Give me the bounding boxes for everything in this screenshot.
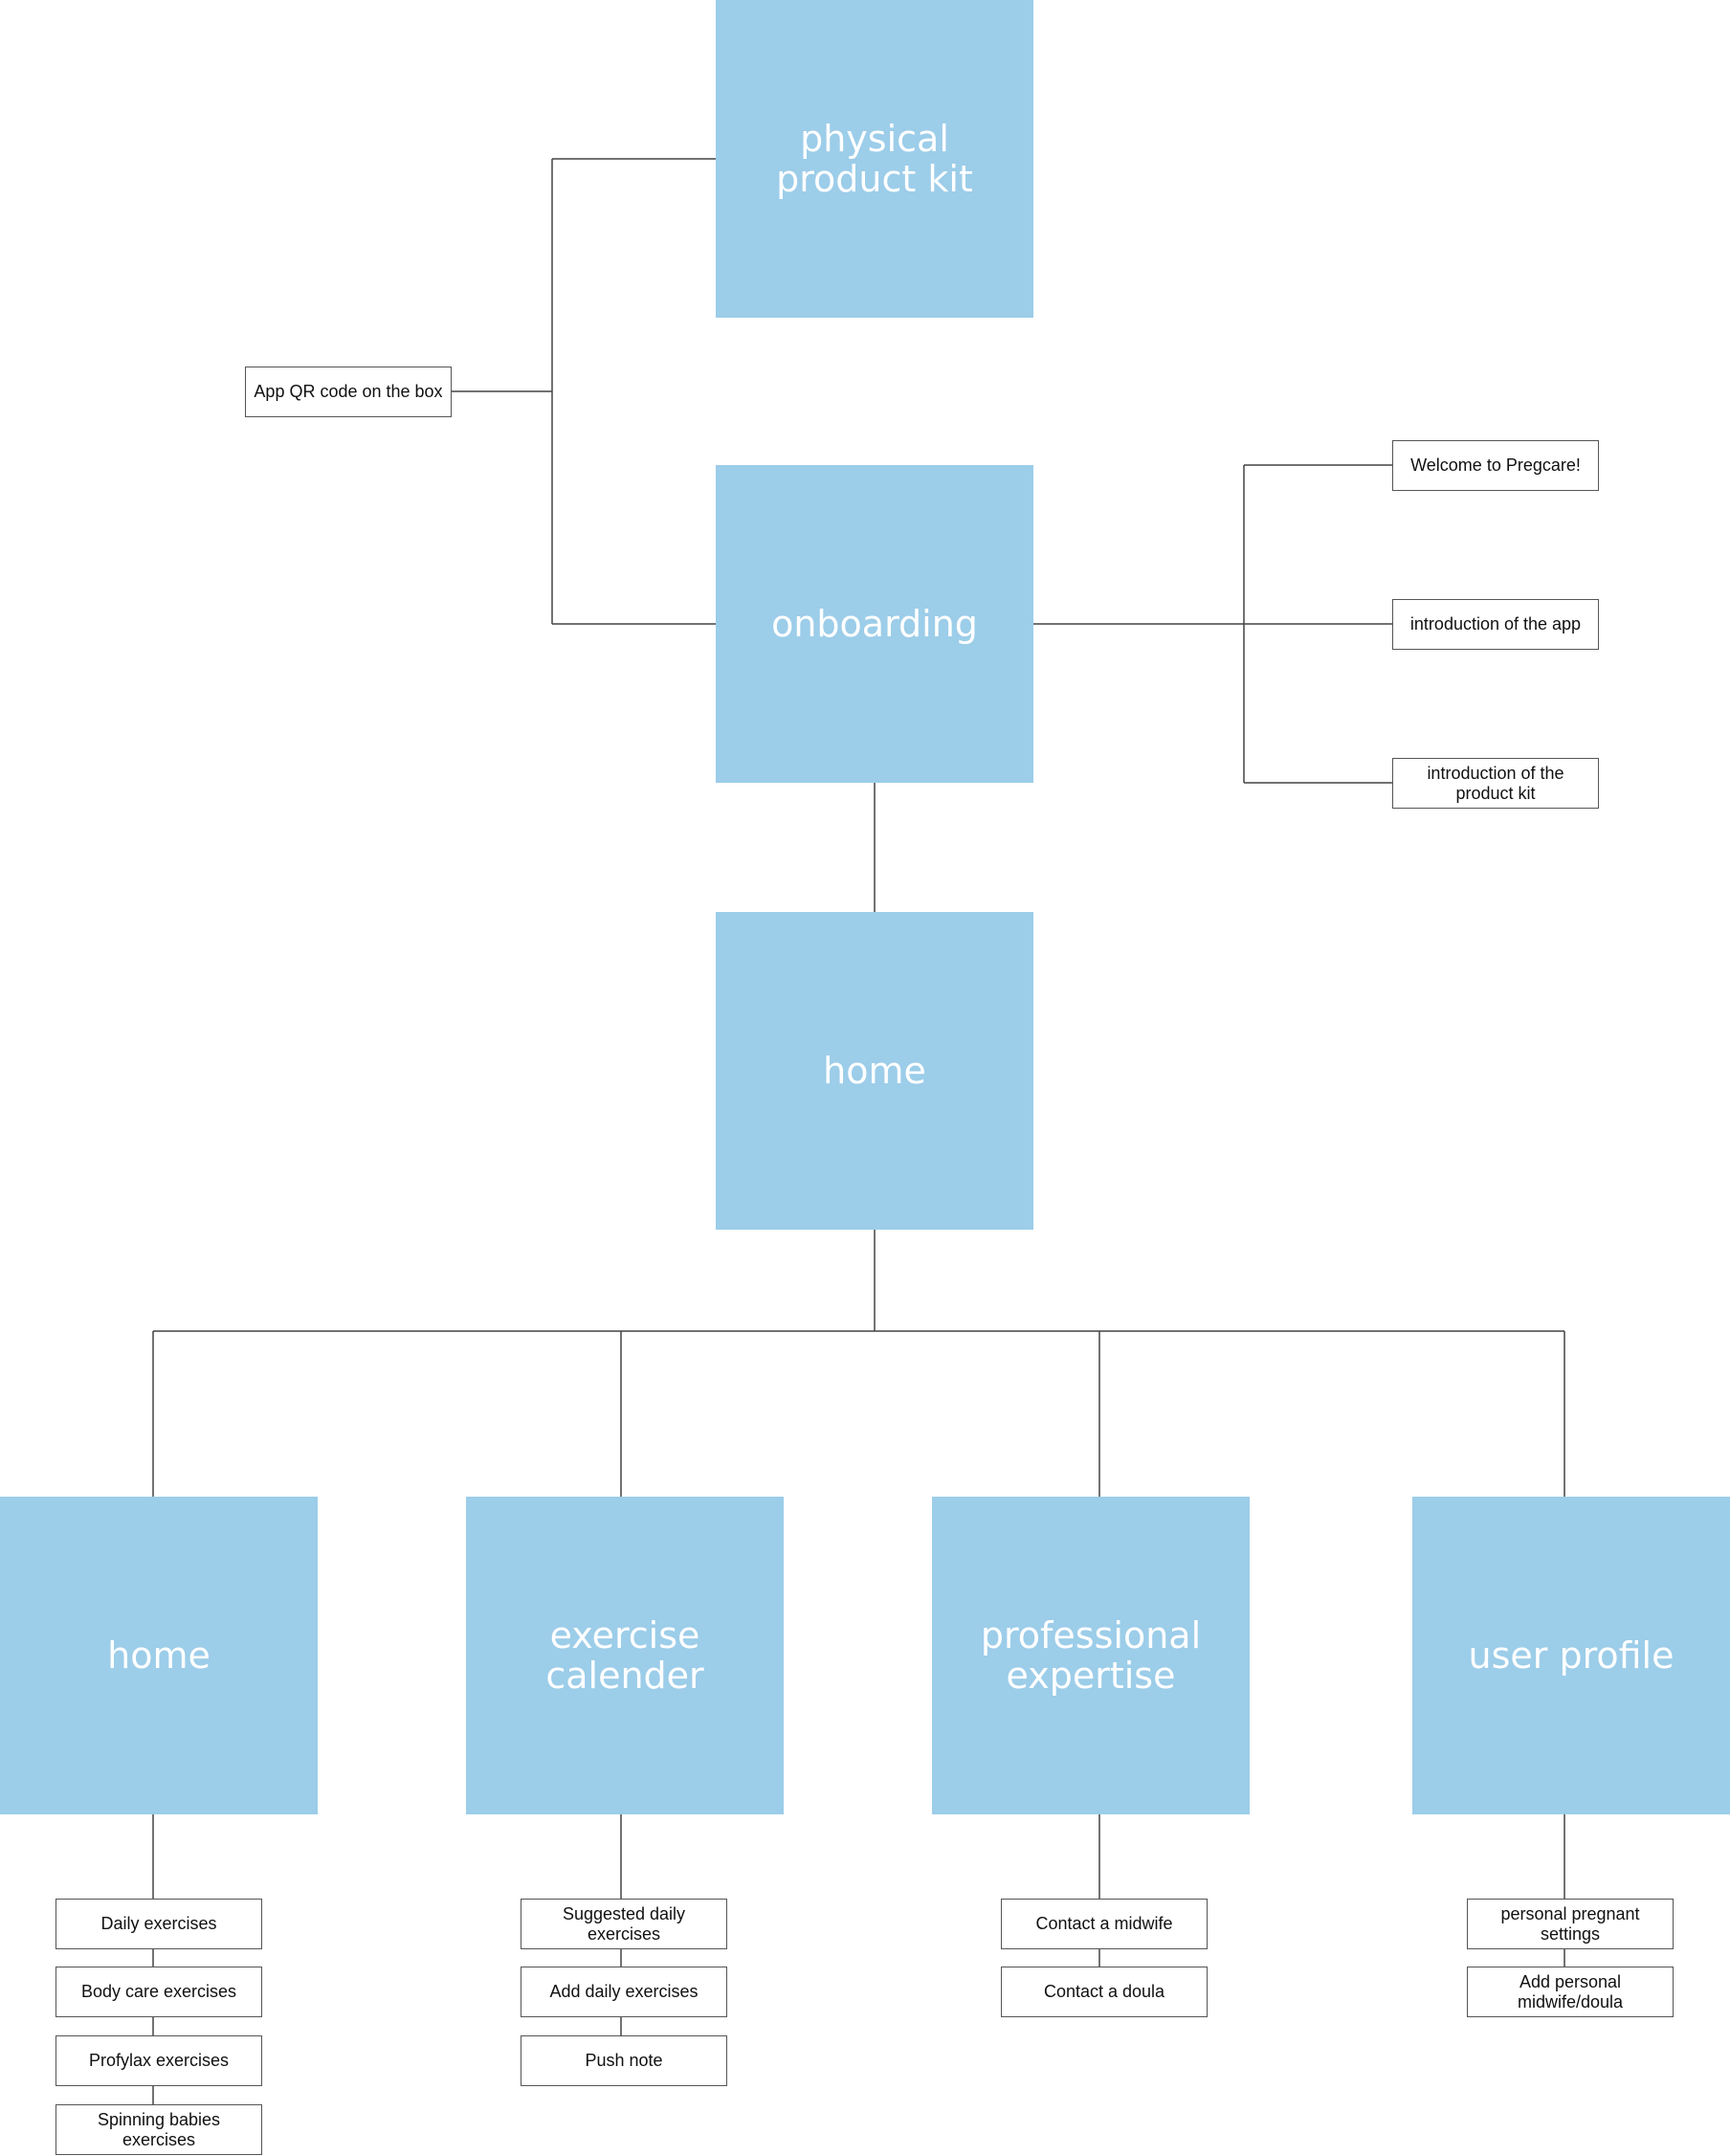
node-qr-code: App QR code on the box <box>245 367 452 417</box>
item-label: Add daily exercises <box>549 1982 699 2001</box>
section-item: Profylax exercises <box>55 2035 262 2086</box>
node-physical-product-kit: physical product kit <box>716 0 1033 318</box>
item-label: Add personal midwife/doula <box>1517 1971 1624 2012</box>
section-label: user profile <box>1468 1634 1675 1677</box>
item-label: Daily exercises <box>100 1914 217 1933</box>
section-item: Contact a midwife <box>1001 1899 1208 1949</box>
node-label: onboarding <box>771 603 978 645</box>
node-label: App QR code on the box <box>254 382 443 401</box>
section-user-profile: user profile <box>1412 1497 1730 1814</box>
section-item: Daily exercises <box>55 1899 262 1949</box>
section-item: Spinning babies exercises <box>55 2104 262 2155</box>
section-item: Push note <box>521 2035 727 2086</box>
onboarding-step: Welcome to Pregcare! <box>1392 440 1599 491</box>
node-label: Welcome to Pregcare! <box>1410 456 1581 475</box>
section-item: Suggested daily exercises <box>521 1899 727 1949</box>
section-professional-expertise: professional expertise <box>932 1497 1250 1814</box>
node-label: introduction of the app <box>1409 614 1582 633</box>
section-label: home <box>107 1634 211 1677</box>
onboarding-step: introduction of the product kit <box>1392 758 1599 809</box>
section-home: home <box>0 1497 318 1814</box>
node-label: home <box>823 1050 926 1092</box>
section-item: Contact a doula <box>1001 1967 1208 2017</box>
section-item: Add personal midwife/doula <box>1467 1967 1674 2017</box>
item-label: Contact a doula <box>1043 1982 1165 2001</box>
node-onboarding: onboarding <box>716 465 1033 783</box>
item-label: Suggested daily exercises <box>562 1903 686 1944</box>
section-exercise-calender: exercise calender <box>466 1497 784 1814</box>
section-item: personal pregnant settings <box>1467 1899 1674 1949</box>
onboarding-step: introduction of the app <box>1392 599 1599 650</box>
section-item: Body care exercises <box>55 1967 262 2017</box>
item-label: Push note <box>585 2051 663 2070</box>
item-label: Profylax exercises <box>88 2051 230 2070</box>
node-home-main: home <box>716 912 1033 1230</box>
node-label: physical product kit <box>776 118 973 200</box>
item-label: Spinning babies exercises <box>97 2109 221 2149</box>
item-label: Contact a midwife <box>1035 1914 1173 1933</box>
section-item: Add daily exercises <box>521 1967 727 2017</box>
section-label: professional expertise <box>980 1614 1202 1697</box>
item-label: Body care exercises <box>80 1982 237 2001</box>
node-label: introduction of the product kit <box>1427 763 1564 803</box>
item-label: personal pregnant settings <box>1500 1903 1640 1944</box>
section-label: exercise calender <box>545 1614 704 1697</box>
